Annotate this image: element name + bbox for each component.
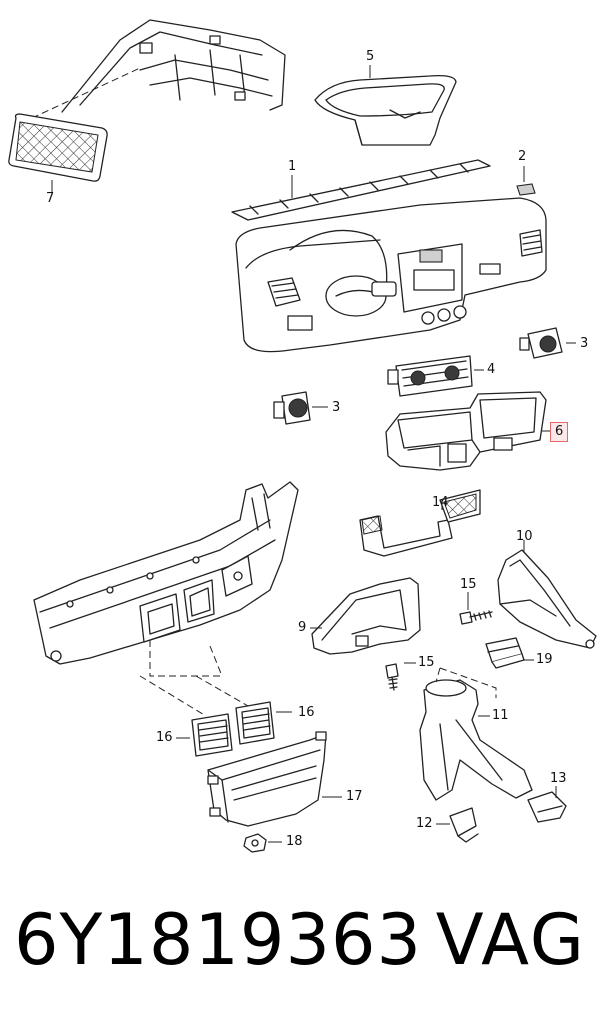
callout-6-highlighted: 6 bbox=[550, 422, 569, 442]
callout-11: 11 bbox=[492, 708, 509, 723]
callout-15-lower: 15 bbox=[418, 655, 435, 670]
vent-part-3-upper bbox=[519, 327, 563, 359]
screw-part-15-lower bbox=[385, 663, 399, 691]
callout-13: 13 bbox=[550, 771, 567, 786]
parts-drawing bbox=[8, 19, 597, 853]
footer: 6Y1819363 VAG bbox=[0, 895, 600, 1005]
callout-4: 4 bbox=[487, 362, 496, 377]
cross-member bbox=[33, 481, 299, 665]
callout-5: 5 bbox=[366, 49, 375, 64]
part-number: 6Y1819363 bbox=[14, 899, 423, 981]
cowl-part-5 bbox=[314, 74, 457, 146]
vent-part-3-lower bbox=[273, 391, 311, 425]
callout-19: 19 bbox=[536, 652, 553, 667]
dashboard-part-1 bbox=[231, 159, 547, 353]
brand-name: VAG bbox=[435, 899, 586, 981]
callout-14: 14 bbox=[432, 495, 449, 510]
duct-part-9 bbox=[311, 577, 421, 655]
callout-3-lower: 3 bbox=[332, 400, 341, 415]
duct-part-10 bbox=[497, 549, 597, 649]
callout-1: 1 bbox=[288, 159, 297, 174]
grille-part-7 bbox=[8, 113, 108, 182]
screw-part-15-upper bbox=[459, 610, 493, 625]
vent-part-16-left bbox=[191, 713, 233, 757]
callout-16-left: 16 bbox=[156, 730, 173, 745]
clip-part-2 bbox=[516, 183, 536, 196]
duct-part-17 bbox=[207, 731, 327, 827]
callout-10: 10 bbox=[516, 529, 533, 544]
callout-7: 7 bbox=[46, 191, 55, 206]
clip-part-13 bbox=[527, 791, 567, 823]
duct-part-11 bbox=[419, 667, 533, 801]
callout-16-right: 16 bbox=[298, 705, 315, 720]
bracket-part-14 bbox=[359, 489, 481, 557]
callout-9: 9 bbox=[298, 620, 307, 635]
callout-3-upper: 3 bbox=[580, 336, 589, 351]
callout-15-upper: 15 bbox=[460, 577, 477, 592]
scuttle-frame bbox=[31, 19, 286, 119]
callout-12: 12 bbox=[416, 816, 433, 831]
clip-part-19 bbox=[485, 637, 525, 669]
exploded-parts-diagram bbox=[8, 19, 597, 853]
callout-2: 2 bbox=[518, 149, 527, 164]
vent-part-16-right bbox=[235, 701, 275, 745]
nut-part-18 bbox=[243, 833, 267, 853]
callout-18: 18 bbox=[286, 834, 303, 849]
vent-part-4 bbox=[387, 355, 473, 397]
clip-part-12 bbox=[449, 807, 479, 843]
air-duct-part-6 bbox=[385, 391, 547, 471]
callout-17: 17 bbox=[346, 789, 363, 804]
